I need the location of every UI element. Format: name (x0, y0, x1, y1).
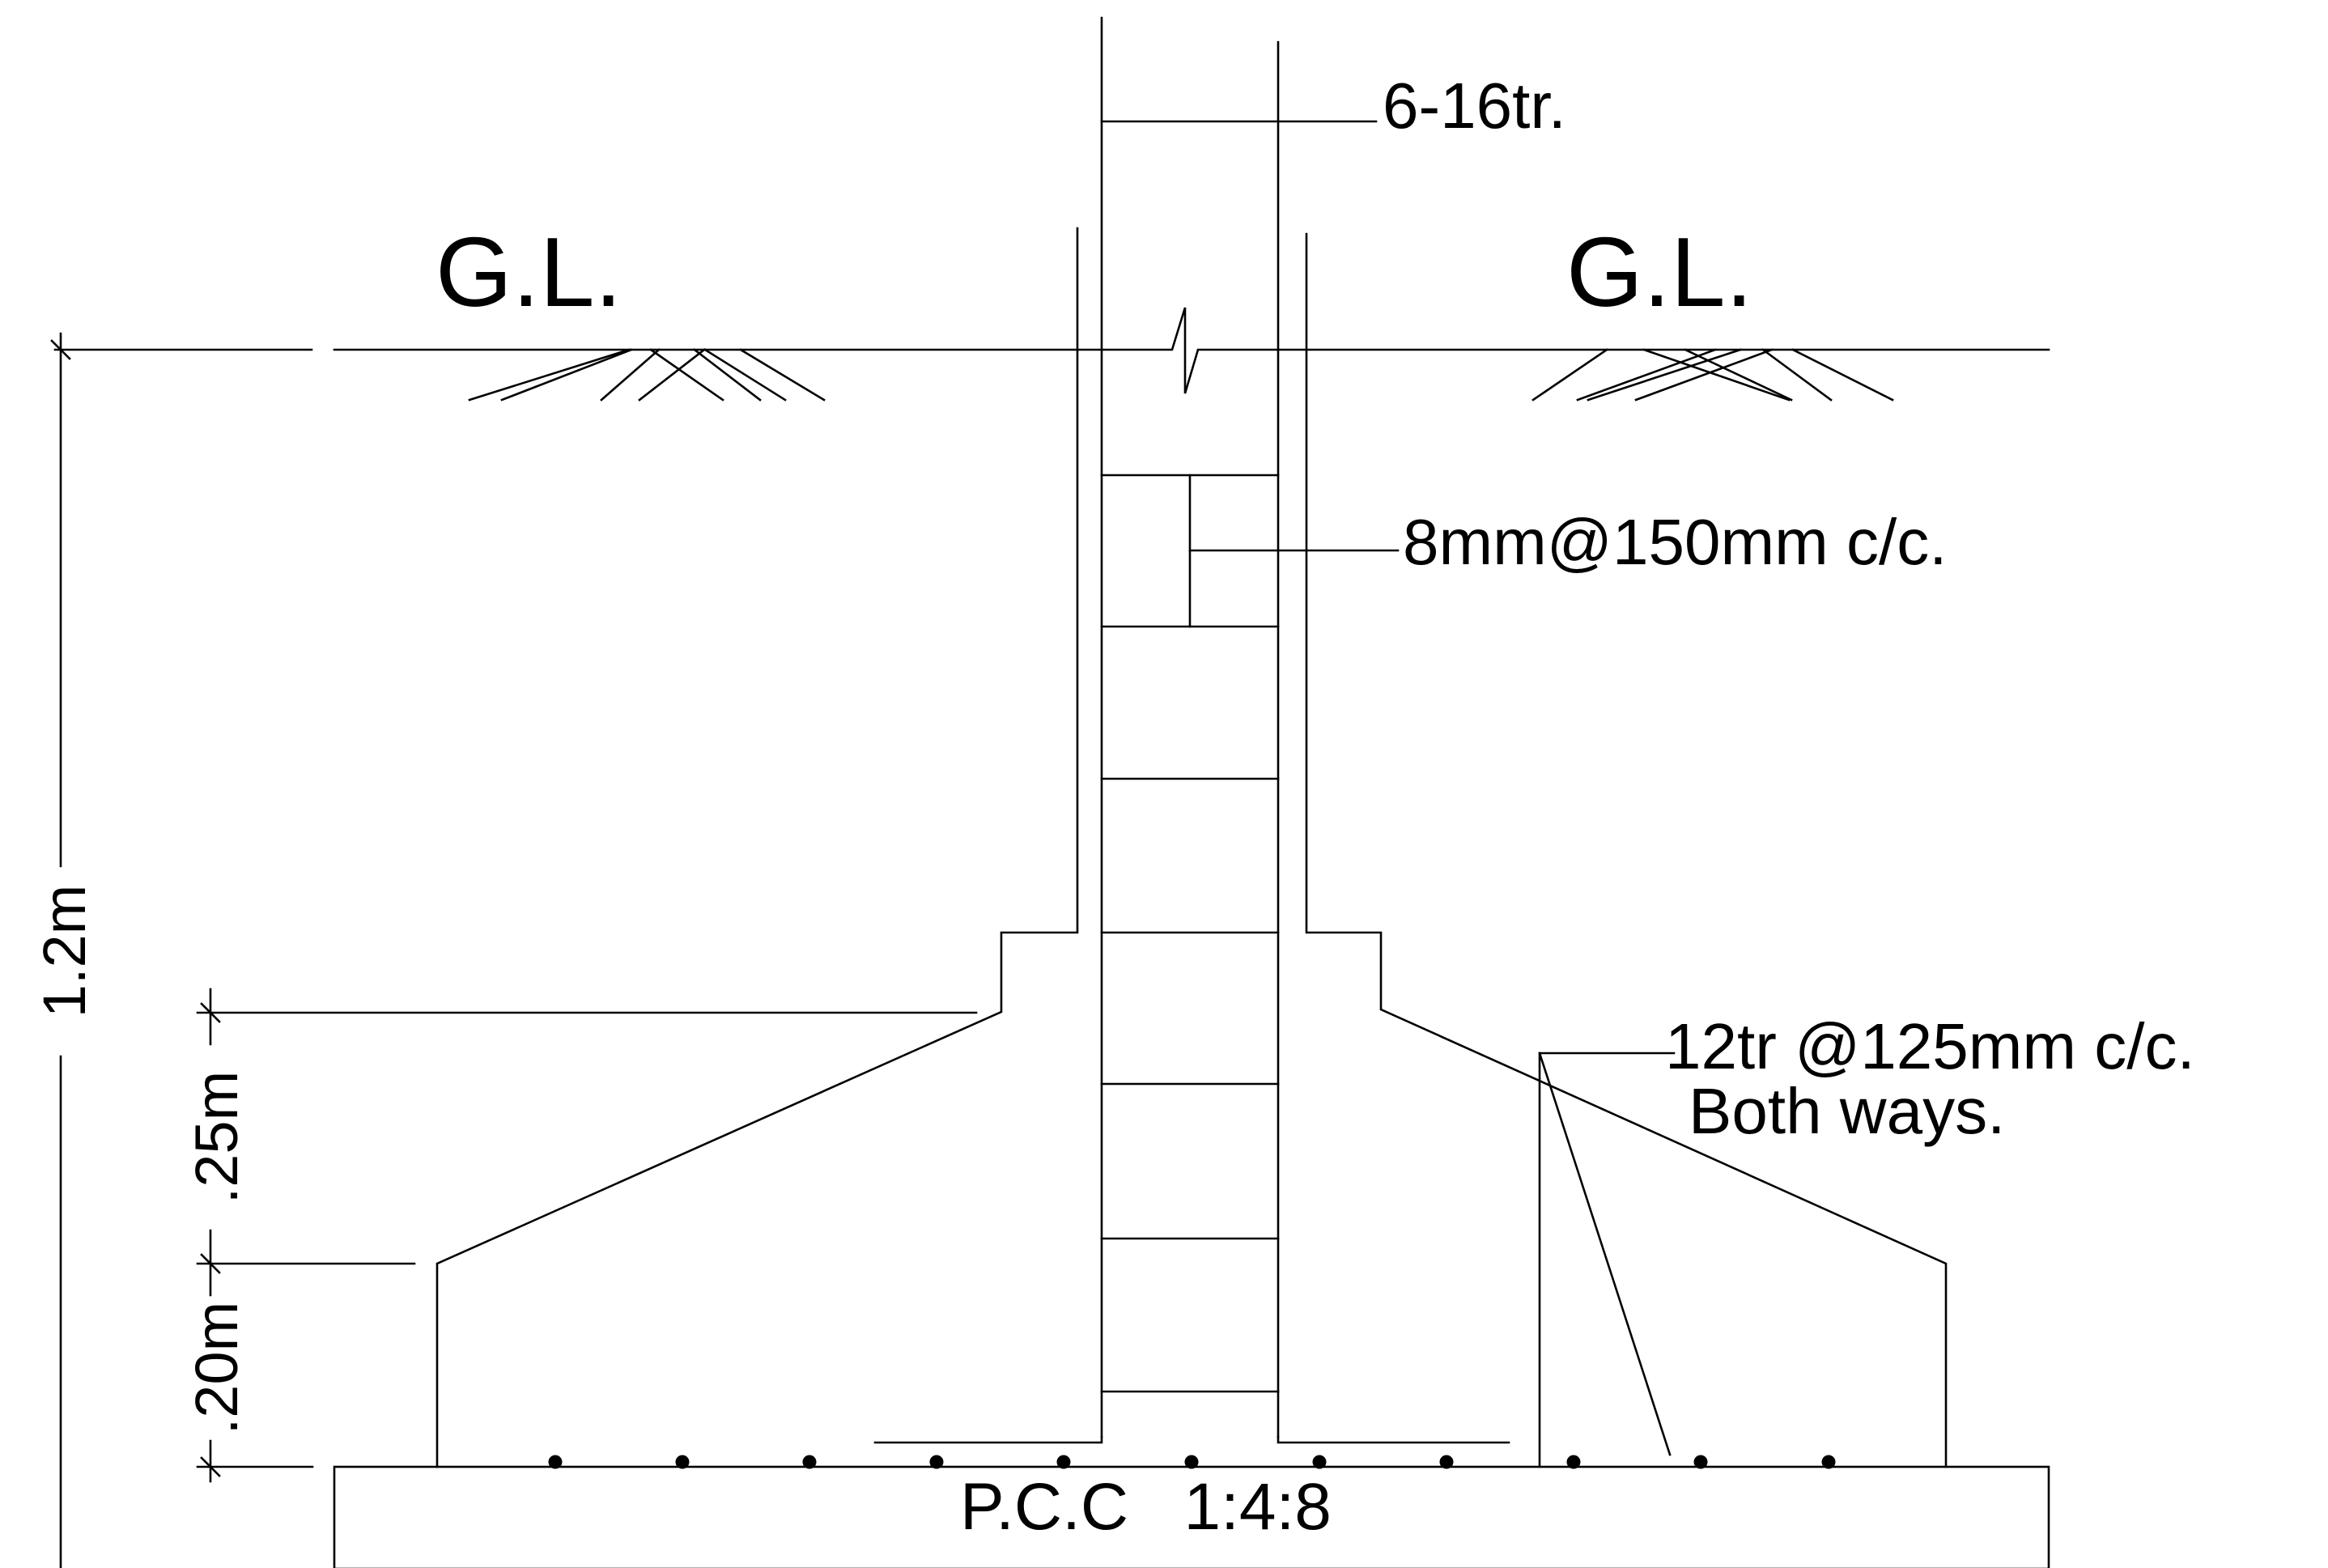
dimension-lines (50, 332, 978, 1568)
rebar-dot (1439, 1455, 1454, 1469)
dimension-taper-depth: .25m (183, 1071, 250, 1205)
ground-hatch-right (1531, 348, 1894, 402)
rebar-dot (802, 1455, 817, 1469)
footing-outline-left (435, 227, 1079, 1468)
base-bars-label: 12tr @125mm c/c. (1665, 1010, 2195, 1082)
rebar-dot (1056, 1455, 1071, 1469)
rebar-dot (1566, 1455, 1581, 1469)
footing-outline-right (1305, 232, 1948, 1468)
ties-label: 8mm@150mm c/c. (1403, 506, 1947, 578)
rebar-dot (548, 1455, 563, 1469)
ground-level-left-label: G.L. (435, 217, 622, 327)
dimension-base-depth: .20m (183, 1302, 250, 1435)
base-bars-label-line2: Both ways. (1689, 1075, 2005, 1147)
ground-level-right-label: G.L. (1566, 217, 1753, 327)
pcc-label: P.C.C 1:4:8 (960, 1470, 1332, 1544)
ground-line (333, 307, 2050, 394)
leader-base-bars (1538, 1052, 1672, 1456)
column-bar-right-bend (1277, 1435, 1510, 1444)
rebar-dot (929, 1455, 944, 1469)
rebar-dot (675, 1455, 690, 1469)
rebar-dot (1693, 1455, 1708, 1469)
column-outline (1100, 16, 1280, 1438)
main-bars-label: 6-16tr. (1383, 70, 1566, 142)
rebar-dot (1312, 1455, 1327, 1469)
rebar-dot (1184, 1455, 1199, 1469)
base-rebar-dots (548, 1455, 1836, 1469)
column-ties (1100, 474, 1280, 1393)
ground-hatch-left (468, 348, 826, 402)
dimension-total-depth: 1.2m (31, 885, 98, 1018)
rebar-dot (1821, 1455, 1836, 1469)
column-bar-left-bend (873, 1435, 1103, 1444)
